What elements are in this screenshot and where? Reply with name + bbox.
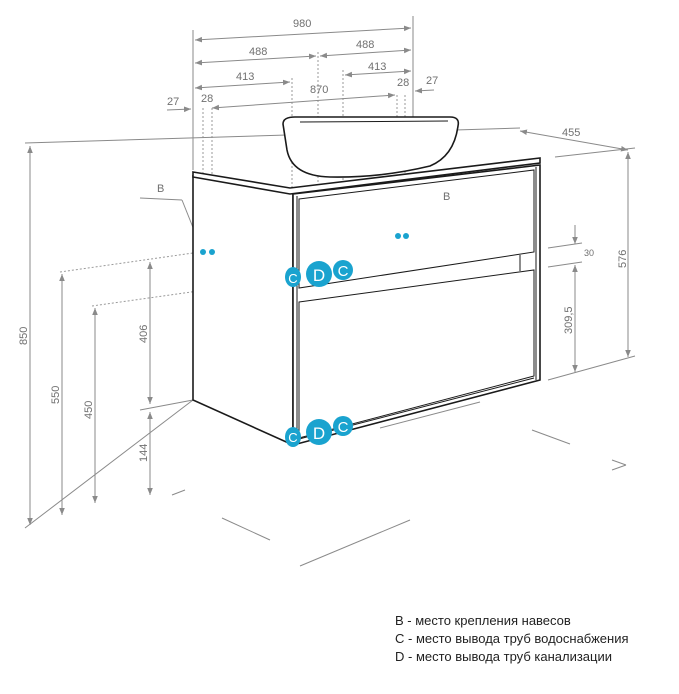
- svg-text:406: 406: [138, 325, 150, 343]
- legend-item-c: C - место вывода труб водоснабжения: [395, 631, 629, 646]
- svg-text:450: 450: [83, 401, 95, 419]
- svg-text:309,5: 309,5: [563, 306, 575, 334]
- svg-text:D: D: [313, 424, 325, 443]
- marker-d-lower: D: [306, 419, 332, 445]
- svg-text:850: 850: [18, 327, 30, 345]
- marker-c-upper: C: [333, 260, 353, 280]
- svg-text:413: 413: [236, 71, 254, 83]
- svg-text:413: 413: [368, 61, 386, 73]
- lower-drawer: [298, 269, 535, 439]
- svg-text:C: C: [338, 419, 349, 436]
- svg-text:980: 980: [293, 18, 311, 30]
- svg-text:455: 455: [562, 127, 580, 139]
- front-panel: [292, 164, 541, 447]
- legend-item-b: B - место крепления навесов: [395, 613, 571, 628]
- svg-text:550: 550: [50, 386, 62, 404]
- svg-text:B: B: [157, 183, 164, 195]
- svg-text:488: 488: [249, 46, 267, 58]
- svg-text:576: 576: [617, 250, 629, 268]
- svg-text:488: 488: [356, 39, 374, 51]
- legend: B - место крепления навесов C - место вы…: [395, 612, 629, 666]
- dimension-lines: [27, 25, 631, 525]
- svg-text:C: C: [288, 430, 297, 445]
- svg-text:28: 28: [201, 93, 213, 105]
- marker-c-lower-left: C: [285, 427, 301, 447]
- dimension-labels: 980 488 488 413 413 870 27 28 28 27 455 …: [18, 18, 629, 462]
- svg-text:870: 870: [310, 84, 328, 96]
- svg-text:144: 144: [138, 444, 150, 462]
- svg-text:30: 30: [584, 248, 594, 258]
- sink-bowl: [282, 116, 460, 178]
- markers: C D C C D C: [200, 233, 409, 447]
- countertop: [192, 157, 541, 195]
- svg-text:27: 27: [426, 75, 438, 87]
- side-panel: [192, 175, 294, 447]
- svg-text:27: 27: [167, 96, 179, 108]
- upper-drawer: [298, 169, 535, 289]
- svg-text:B: B: [443, 191, 450, 203]
- svg-text:C: C: [338, 263, 349, 280]
- floor-lines: [171, 401, 627, 567]
- legend-item-d: D - место вывода труб канализации: [395, 649, 613, 664]
- marker-c-upper-left: C: [285, 267, 301, 287]
- svg-text:C: C: [288, 271, 297, 286]
- svg-text:28: 28: [397, 77, 409, 89]
- cabinet: [192, 116, 541, 447]
- marker-c-lower: C: [333, 416, 353, 436]
- marker-d-upper: D: [306, 261, 332, 287]
- svg-text:D: D: [313, 266, 325, 285]
